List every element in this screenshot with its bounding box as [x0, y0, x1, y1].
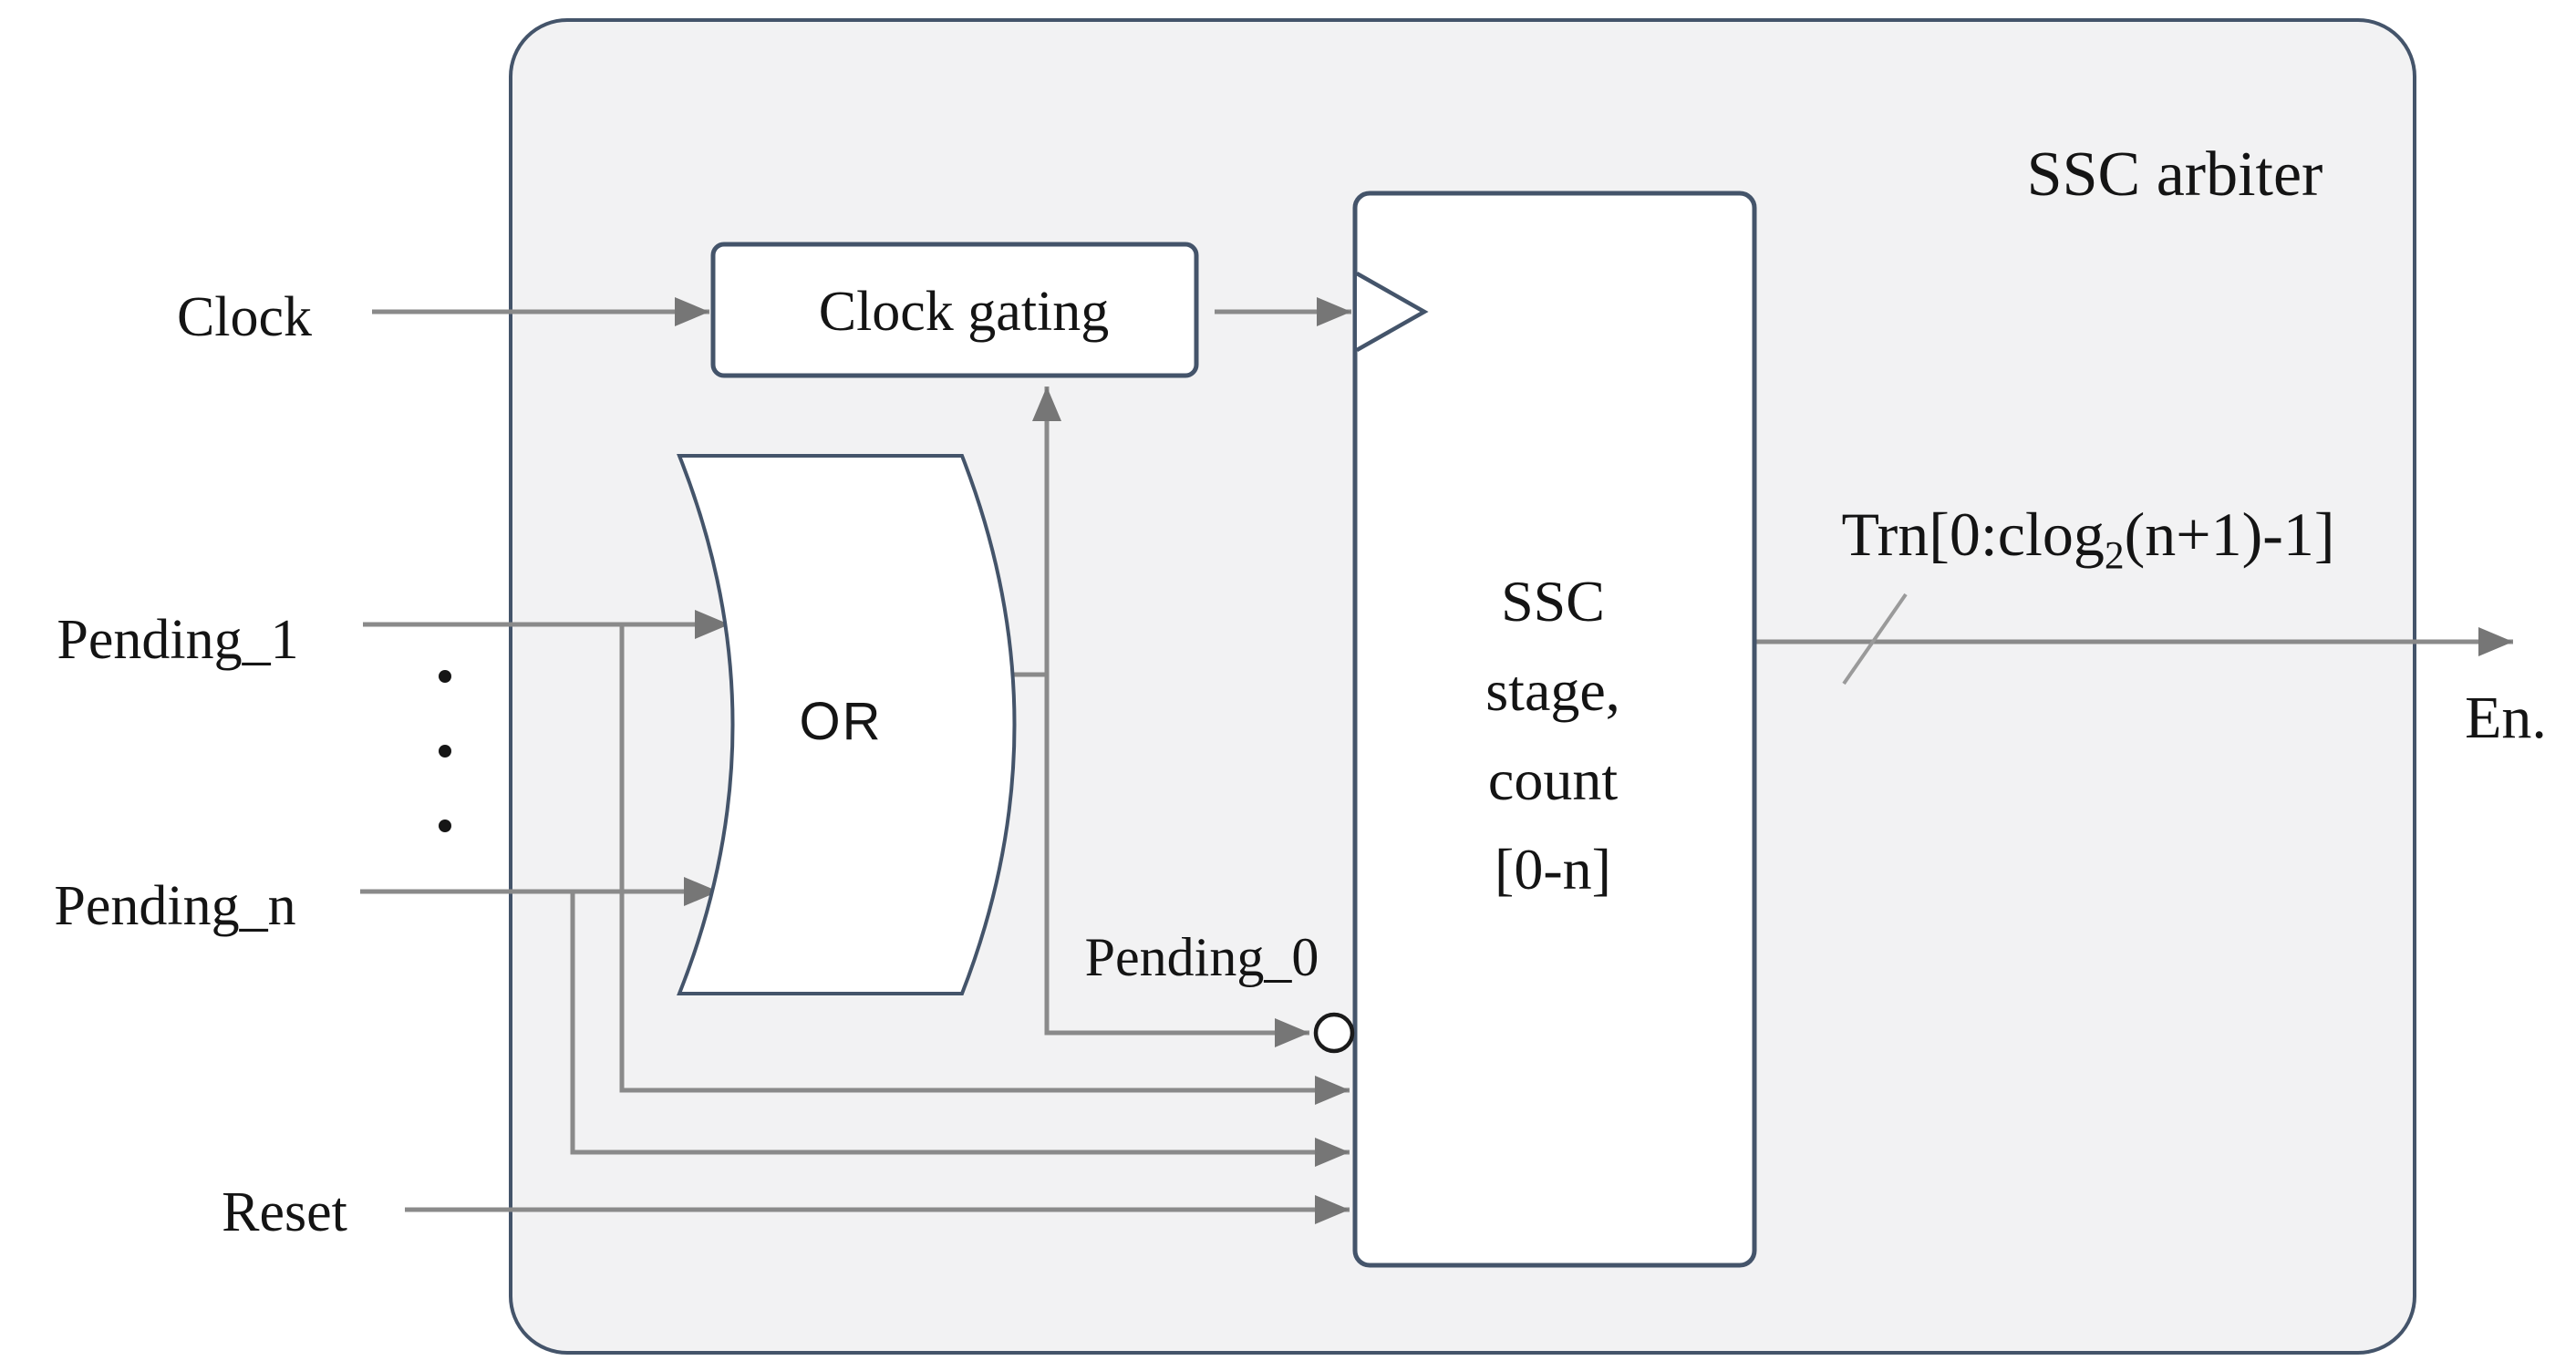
ellipsis-dot [439, 745, 451, 758]
ellipsis-dot [439, 820, 451, 832]
ssc-stage-label-line2: stage, [1485, 658, 1620, 723]
pending1-input-label: Pending_1 [57, 609, 299, 671]
trn-prefix: Trn[0:clog [1841, 500, 2105, 569]
ellipsis-dot [439, 670, 451, 683]
pending0-signal-label: Pending_0 [1084, 927, 1319, 987]
diagram-title: SSC arbiter [2026, 139, 2323, 210]
clock-triangle-icon [1355, 272, 1429, 352]
enable-output-label: En. [2465, 685, 2547, 751]
ssc-stage-box [1352, 191, 1757, 1268]
trn-output-label: Trn[0:clog2(n+1)-1] [1841, 503, 2334, 575]
trn-subscript: 2 [2104, 533, 2125, 578]
trn-suffix: (n+1)-1] [2124, 500, 2335, 569]
ssc-stage-label-line3: count [1487, 747, 1619, 812]
inverter-bubble-icon [1313, 1012, 1355, 1054]
pendingn-tap-wire [570, 892, 1350, 1167]
ssc-stage-label-line4: [0-n] [1495, 837, 1611, 902]
pending1-tap-wire [619, 624, 1350, 1105]
bus-slash [1842, 593, 1908, 686]
or-to-pending0-wire [1044, 675, 1309, 1047]
clock-input-label: Clock [176, 286, 313, 348]
clock-gating-box [710, 242, 1199, 378]
or-gate-shape [677, 454, 1017, 995]
or-gate-label: OR [799, 692, 883, 751]
reset-input-label: Reset [222, 1181, 347, 1243]
clock-gating-label: Clock gating [818, 281, 1110, 343]
pendingn-input-label: Pending_n [54, 875, 296, 937]
ssc-stage-label-line1: SSC [1501, 569, 1605, 634]
